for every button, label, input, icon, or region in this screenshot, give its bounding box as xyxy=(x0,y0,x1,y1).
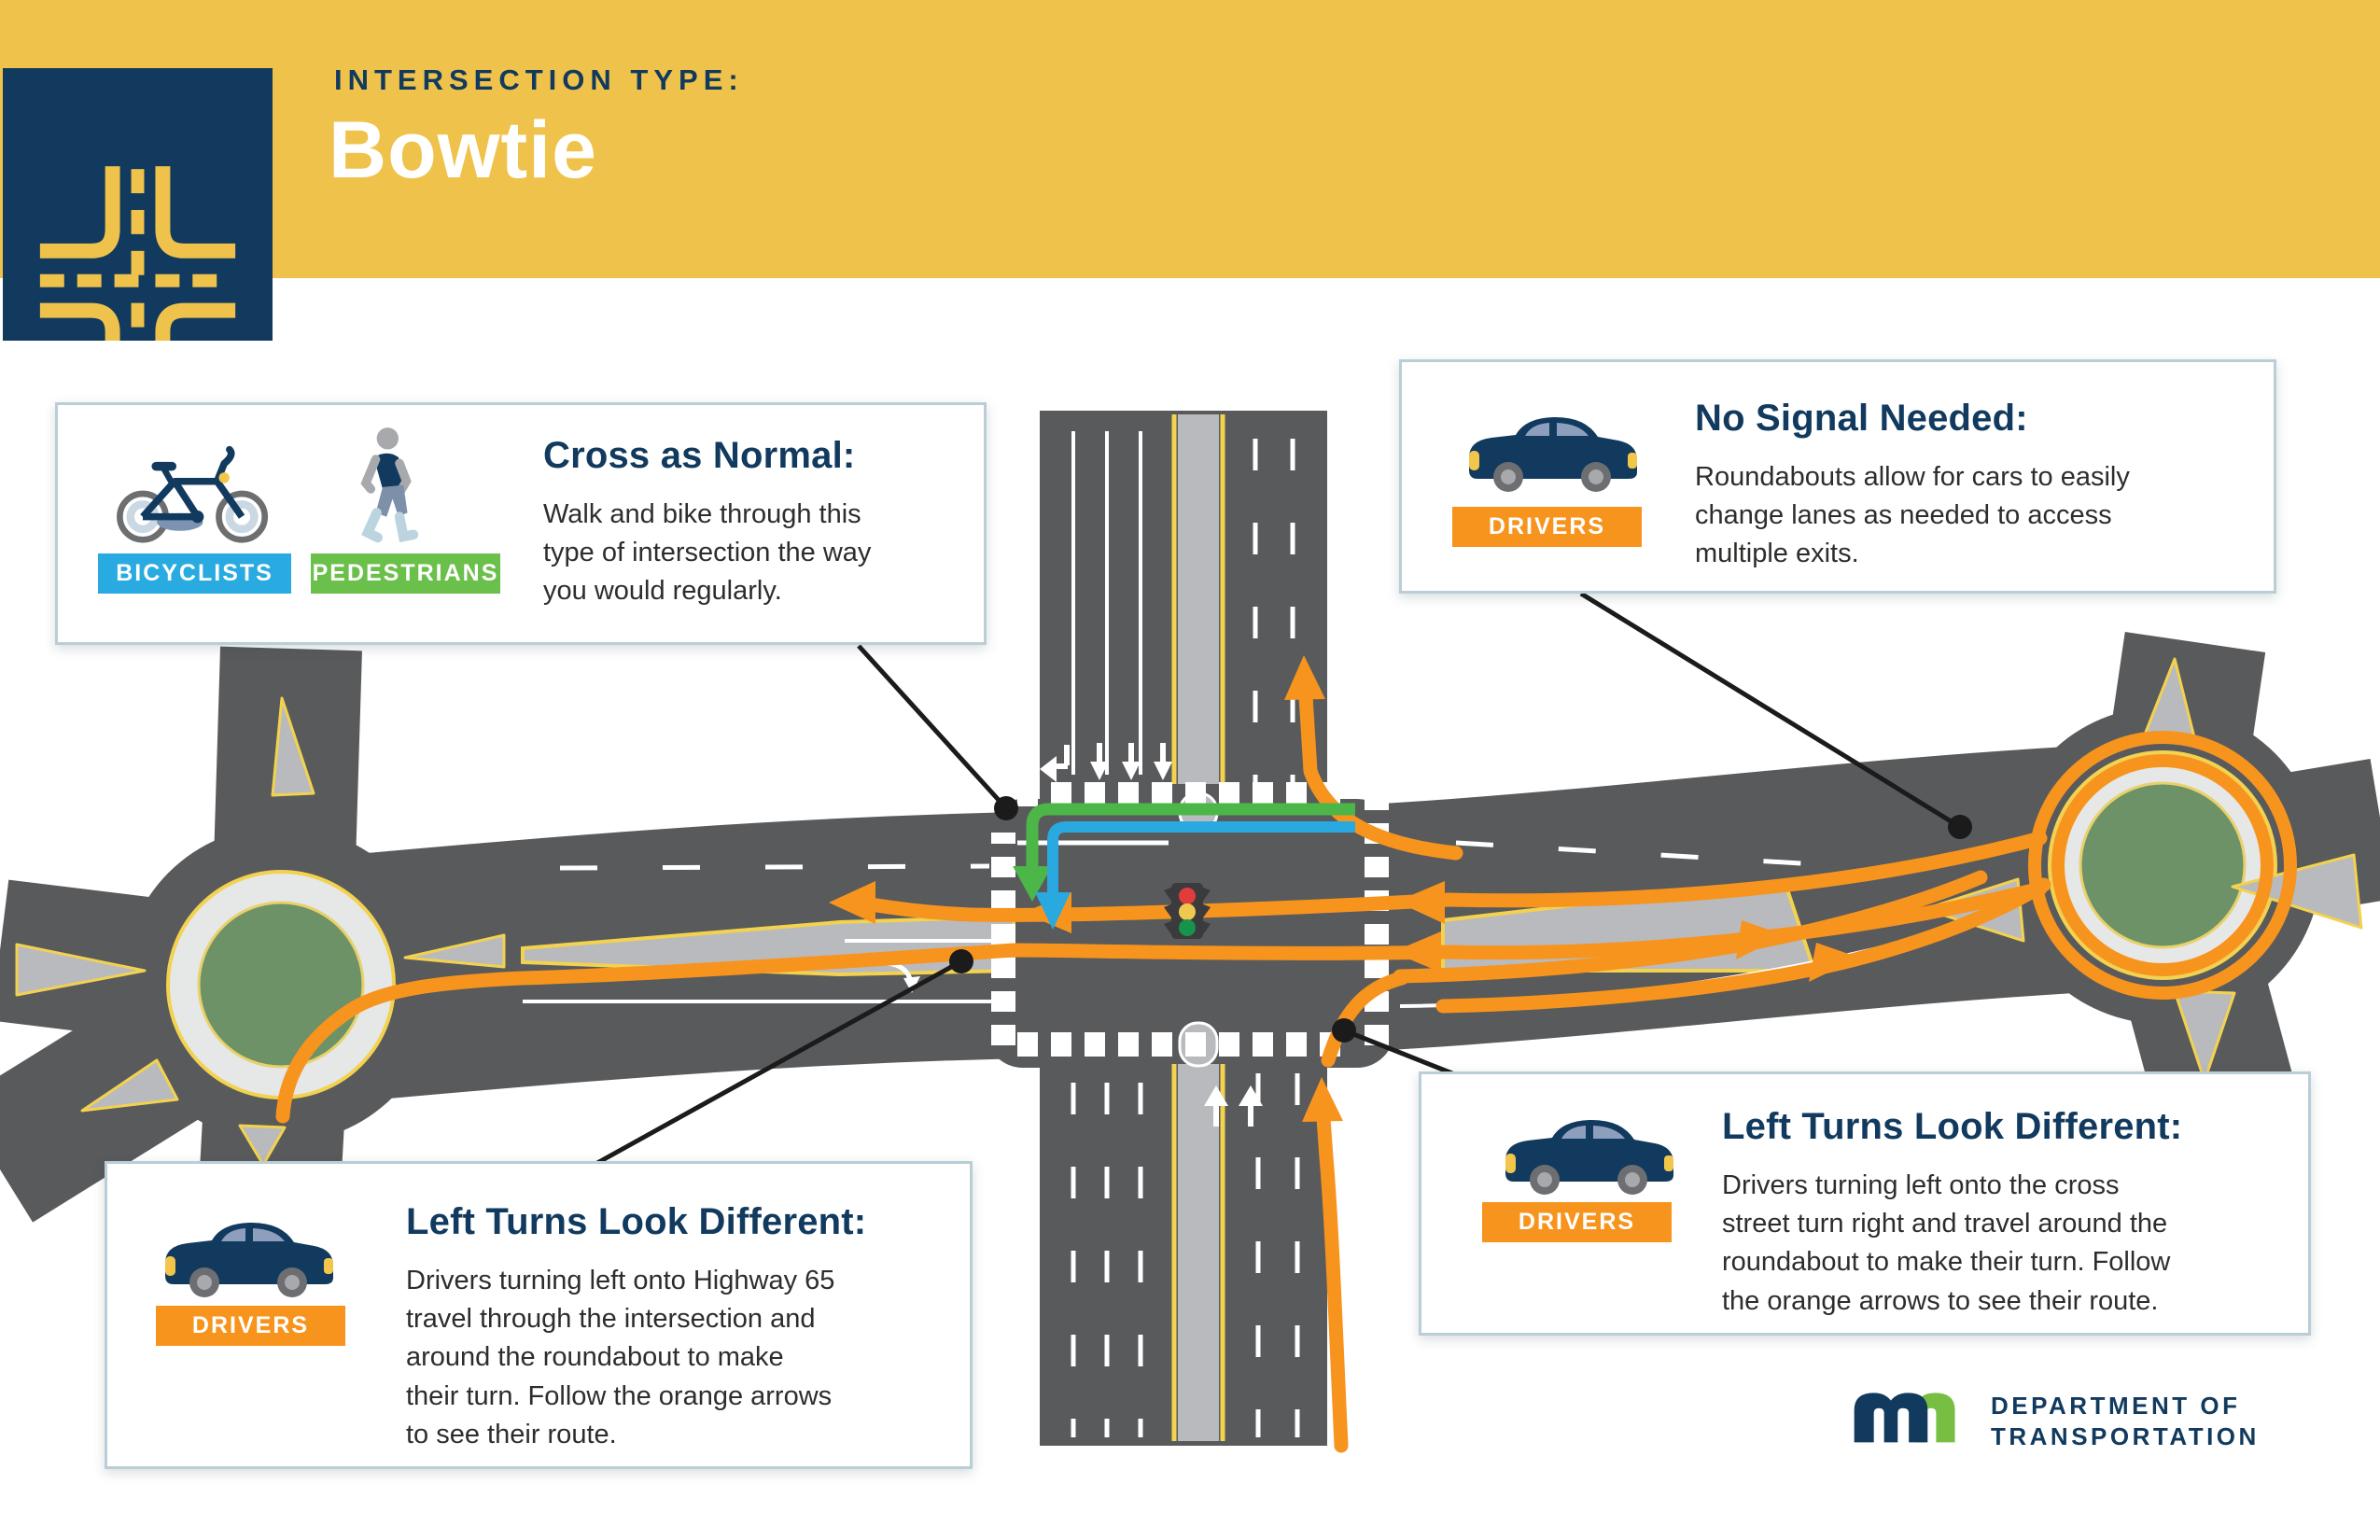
logo-org-line1: DEPARTMENT OF xyxy=(1991,1392,2241,1420)
logo-org-line2: TRANSPORTATION xyxy=(1991,1421,2260,1450)
pedestrian-route-line xyxy=(1035,821,1355,930)
callout-heading: No Signal Needed: xyxy=(1695,398,2028,439)
car-icon xyxy=(156,1212,343,1306)
drivers-badge: DRIVERS xyxy=(1452,507,1642,547)
car-icon xyxy=(1496,1110,1683,1203)
bicycle-icon xyxy=(109,441,277,548)
mn-logo-icon xyxy=(1851,1389,1970,1443)
pedestrians-badge-label: PEDESTRIANS xyxy=(312,560,499,586)
drivers-badge: DRIVERS xyxy=(156,1306,345,1346)
callout-body: Drivers turning left onto the cross stre… xyxy=(1722,1170,2171,1316)
callout-left-turns-cross-street: DRIVERS Left Turns Look Different: Drive… xyxy=(1419,1071,2311,1336)
traffic-light-icon xyxy=(1164,883,1211,939)
callout-heading: Cross as Normal: xyxy=(543,435,856,476)
logo-org-name: DEPARTMENT OF TRANSPORTATION xyxy=(1991,1391,2260,1451)
callout-left-turns-highway: DRIVERS Left Turns Look Different: Drive… xyxy=(105,1161,973,1469)
median-islands xyxy=(521,414,1817,1441)
car-icon xyxy=(1460,407,1646,500)
bike-route-line xyxy=(1013,803,1355,902)
header-banner xyxy=(0,0,2380,278)
callout-cross-as-normal: BICYCLISTS PEDESTRIANS Cross as Normal: … xyxy=(55,402,987,645)
callout-connectors xyxy=(595,591,1972,1166)
mndot-logo: DEPARTMENT OF TRANSPORTATION xyxy=(1851,1389,2260,1451)
callout-heading: Left Turns Look Different: xyxy=(1722,1106,2183,1147)
page-title: Bowtie xyxy=(329,105,597,195)
bicyclists-badge: BICYCLISTS xyxy=(98,553,291,594)
roundabout-left xyxy=(166,870,396,1099)
intersection-type-kicker: INTERSECTION TYPE: xyxy=(334,63,744,96)
drivers-badge: DRIVERS xyxy=(1482,1202,1672,1242)
drivers-badge-label: DRIVERS xyxy=(1488,513,1606,539)
pedestrian-icon xyxy=(338,426,427,547)
bicyclists-badge-label: BICYCLISTS xyxy=(116,560,273,586)
drivers-badge-label: DRIVERS xyxy=(191,1312,310,1338)
callout-body: Drivers turning left onto Highway 65 tra… xyxy=(406,1266,835,1449)
intersection-icon xyxy=(3,68,273,341)
callout-body: Walk and bike through this type of inter… xyxy=(543,499,872,607)
driver-route-arrowheads xyxy=(829,655,1859,1122)
pedestrians-badge: PEDESTRIANS xyxy=(311,553,500,594)
drivers-badge-label: DRIVERS xyxy=(1518,1209,1636,1235)
roundabout-right xyxy=(2048,750,2277,980)
callout-no-signal-needed: DRIVERS No Signal Needed: Roundabouts al… xyxy=(1399,359,2276,594)
callout-body: Roundabouts allow for cars to easily cha… xyxy=(1695,462,2130,569)
callout-heading: Left Turns Look Different: xyxy=(406,1201,867,1242)
lane-arrow-icons xyxy=(886,743,1263,1127)
